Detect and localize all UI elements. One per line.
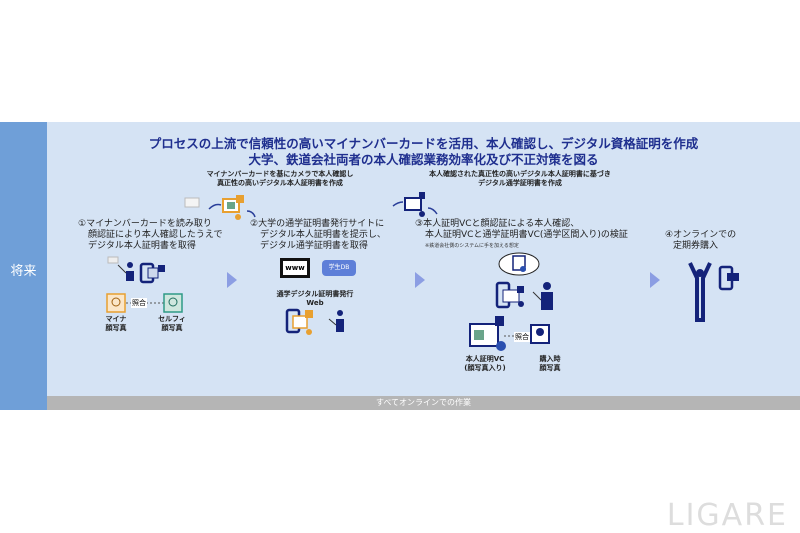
student-db-icon: 学生DB xyxy=(322,260,356,276)
vc-label: 本人証明VC(顔写真入り) xyxy=(464,355,506,372)
certificate-to-school-vc-icon xyxy=(392,192,438,217)
match-label-2: 照合 xyxy=(514,332,530,342)
person-buying-pass-icon xyxy=(688,262,739,322)
verification-person-icon xyxy=(495,252,553,310)
flow-arrow-2 xyxy=(415,272,425,288)
timeline-label-band: 将来 xyxy=(0,122,47,410)
note-2: 本人確認された真正性の高いデジタル本人証明書に基づきデジタル通学証明書を作成 xyxy=(429,170,611,187)
headline-1: プロセスの上流で信頼性の高いマイナンバーカードを活用、本人確認し、デジタル資格証… xyxy=(148,136,699,151)
myna-photo-label: マイナ顔写真 xyxy=(105,315,127,332)
diagram-panel xyxy=(47,122,800,396)
match-label-1: 照合 xyxy=(131,298,147,308)
step-4-text: ④オンラインでの定期券購入 xyxy=(665,230,737,251)
flow-arrow-1 xyxy=(227,272,237,288)
person-phone-certificate-icon xyxy=(107,256,165,284)
step-3-text: ③本人証明VCと顔認証による本人確認、本人証明VCと通学証明書VC(通学区間入り… xyxy=(415,219,628,249)
phone-certificate-person-icon xyxy=(285,308,344,335)
selfie-photo-label: セルフィ顔写真 xyxy=(158,315,186,332)
flow-arrow-3 xyxy=(650,272,660,288)
online-process-bar: すべてオンラインでの作業 xyxy=(47,396,800,410)
ligare-watermark: LIGARE xyxy=(666,498,788,533)
headline-2: 大学、鉄道会社両者の本人確認業務効率化及び不正対策を図る xyxy=(248,152,599,167)
web-monitor-icon: www xyxy=(280,258,310,278)
future-label: 将来 xyxy=(10,264,37,279)
step-2-text: ②大学の通学証明書発行サイトにデジタル本人証明書を提示し、デジタル通学証明書を取… xyxy=(250,219,386,251)
step-1-text: ①マイナンバーカードを読み取り顔認証により本人確認したうえでデジタル本人証明書を… xyxy=(78,219,223,251)
card-to-certificate-icon xyxy=(184,195,256,220)
purchase-photo-label: 購入時顔写真 xyxy=(539,355,561,372)
vc-face-match-icon xyxy=(469,316,550,351)
face-match-icon xyxy=(106,293,183,313)
note-1: マイナンバーカードを基にカメラで本人確認し真正性の高いデジタル本人証明書を作成 xyxy=(206,170,354,187)
